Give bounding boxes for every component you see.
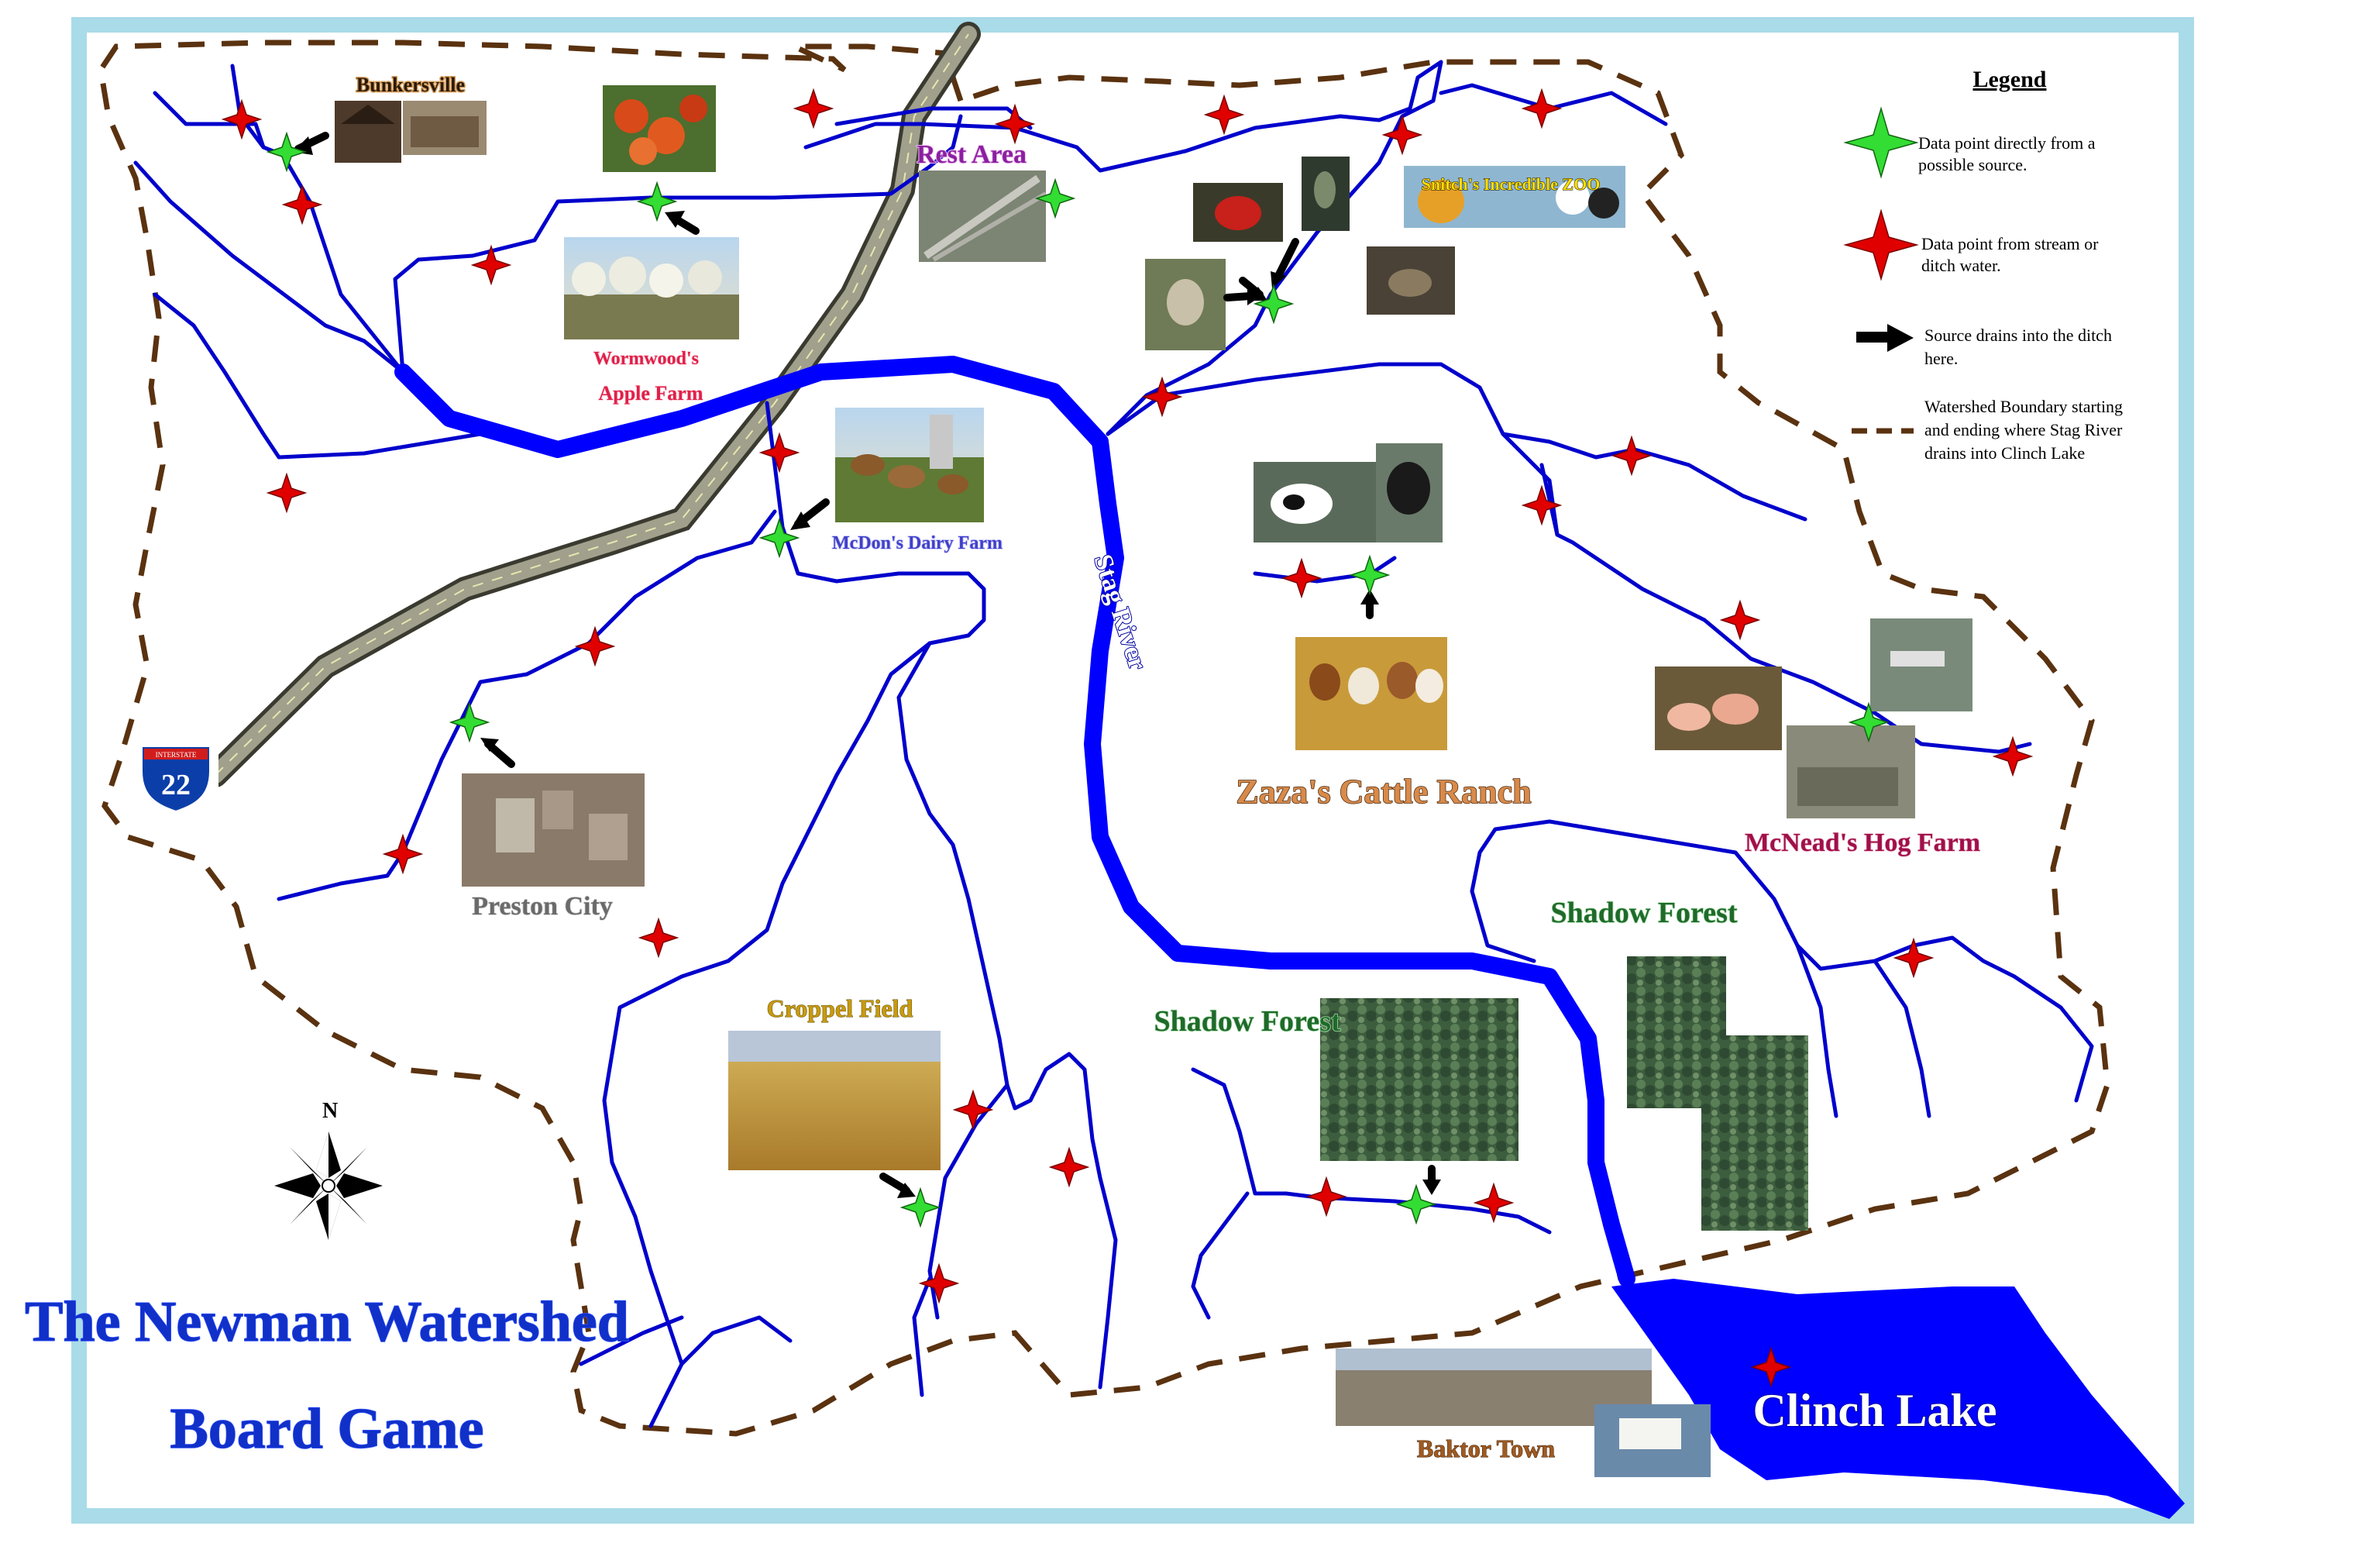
croppel-label: Croppel Field bbox=[767, 994, 913, 1022]
source-marker bbox=[899, 1187, 941, 1228]
legend-red-line2: ditch water. bbox=[1921, 256, 2001, 275]
legend-arrow-icon bbox=[1856, 324, 1914, 352]
stream-marker bbox=[1048, 1146, 1090, 1188]
stream-marker bbox=[952, 1089, 994, 1131]
legend-title: Legend bbox=[1972, 67, 2046, 92]
source-marker bbox=[1395, 1183, 1437, 1225]
stream-network bbox=[133, 60, 2094, 1428]
watershed-boundary bbox=[98, 40, 2110, 1437]
preston-label: Preston City bbox=[472, 892, 613, 921]
preston-photo bbox=[462, 773, 645, 887]
source-marker bbox=[1848, 701, 1890, 743]
source-marker bbox=[266, 131, 308, 173]
source-marker bbox=[1253, 283, 1295, 325]
interstate-number: 22 bbox=[161, 769, 191, 801]
wormwood-label-line2: Apple Farm bbox=[598, 382, 703, 405]
orchard-photo bbox=[564, 237, 739, 339]
wormwood-label-line1: Wormwood's bbox=[593, 349, 699, 369]
baktor-label: Baktor Town bbox=[1417, 1435, 1555, 1462]
source-marker bbox=[1034, 177, 1076, 219]
legend: Legend Data point directly from a possib… bbox=[1843, 67, 2123, 463]
shadow-forest-label-b: Shadow Forest bbox=[1550, 897, 1737, 929]
stream-marker bbox=[1750, 1346, 1792, 1388]
compass-north-label: N bbox=[322, 1099, 338, 1123]
forest-photo-a bbox=[1320, 998, 1518, 1161]
legend-stream-marker bbox=[1843, 208, 1919, 281]
stream-marker bbox=[1281, 557, 1322, 599]
cow-photo bbox=[1254, 443, 1443, 542]
source-marker bbox=[758, 517, 800, 559]
croppel-photo bbox=[728, 1031, 941, 1170]
stream-marker bbox=[793, 88, 834, 129]
lake-label: Clinch Lake bbox=[1752, 1385, 1997, 1436]
legend-arrow-line1: Source drains into the ditch bbox=[1924, 325, 2112, 345]
hog-label: McNead's Hog Farm bbox=[1745, 828, 1980, 857]
stream-marker bbox=[1381, 114, 1423, 156]
stream-marker bbox=[470, 244, 512, 286]
stream-marker bbox=[1305, 1176, 1347, 1218]
shadow-forest-label-a: Shadow Forest bbox=[1154, 1005, 1340, 1038]
stream-markers bbox=[221, 88, 2034, 1388]
stream-marker bbox=[281, 184, 323, 226]
stream-marker bbox=[994, 103, 1036, 145]
forest-photo-b bbox=[1627, 956, 1808, 1231]
hog-photo bbox=[1655, 618, 1972, 818]
stream-marker bbox=[1893, 937, 1935, 979]
legend-boundary-line2: and ending where Stag River bbox=[1924, 420, 2123, 439]
legend-arrow-line2: here. bbox=[1924, 349, 1958, 368]
stream-marker bbox=[382, 833, 424, 875]
zoo-label: Snitch's Incredible ZOO bbox=[1422, 174, 1601, 194]
stream-marker bbox=[1611, 435, 1653, 477]
stream-marker bbox=[1141, 376, 1183, 418]
legend-boundary-line1: Watershed Boundary starting bbox=[1924, 397, 2123, 416]
bunkersville-photo bbox=[335, 101, 487, 163]
stream-marker bbox=[1521, 88, 1563, 129]
stream-marker bbox=[758, 432, 800, 474]
stream-marker bbox=[266, 472, 308, 514]
legend-source-marker bbox=[1843, 106, 1919, 179]
stream-marker bbox=[918, 1262, 960, 1304]
source-markers bbox=[266, 131, 1890, 1228]
stream-marker bbox=[1203, 94, 1245, 136]
stream-marker bbox=[1473, 1182, 1515, 1224]
bunkersville-label: Bunkersville bbox=[356, 74, 465, 96]
zoo-photo bbox=[1145, 157, 1625, 350]
legend-green-line1: Data point directly from a bbox=[1918, 133, 2096, 153]
stag-river bbox=[394, 356, 1635, 1287]
stream-marker bbox=[638, 917, 679, 959]
interstate-shield-label: INTERSTATE bbox=[156, 751, 197, 759]
dairy-photo bbox=[835, 408, 984, 522]
stream-marker bbox=[1521, 484, 1563, 526]
clinch-lake bbox=[1611, 1279, 2185, 1519]
legend-boundary-line3: drains into Clinch Lake bbox=[1924, 443, 2085, 463]
apple-photo bbox=[603, 85, 716, 172]
cattle-photo bbox=[1295, 637, 1447, 750]
rest-area-photo bbox=[919, 170, 1047, 262]
rest-area-label: Rest Area bbox=[917, 140, 1027, 169]
source-marker bbox=[449, 701, 490, 743]
source-marker bbox=[1349, 554, 1391, 596]
baktor-photo bbox=[1336, 1348, 1711, 1477]
source-marker bbox=[636, 181, 678, 222]
legend-green-line2: possible source. bbox=[1918, 155, 2027, 174]
map-title-line1: The Newman Watershed bbox=[25, 1290, 629, 1354]
compass-rose-icon: N bbox=[274, 1099, 383, 1240]
map-title-line2: Board Game bbox=[170, 1397, 484, 1461]
stream-marker bbox=[574, 625, 616, 667]
drain-arrows bbox=[293, 132, 1441, 1198]
legend-red-line1: Data point from stream or bbox=[1921, 234, 2099, 253]
stream-marker bbox=[221, 98, 263, 140]
dairy-label: McDon's Dairy Farm bbox=[832, 533, 1003, 553]
stream-marker bbox=[1719, 599, 1761, 641]
stream-marker bbox=[1992, 735, 2034, 777]
interstate-shield-icon: INTERSTATE 22 bbox=[133, 736, 218, 815]
cattle-label: Zaza's Cattle Ranch bbox=[1236, 773, 1531, 811]
